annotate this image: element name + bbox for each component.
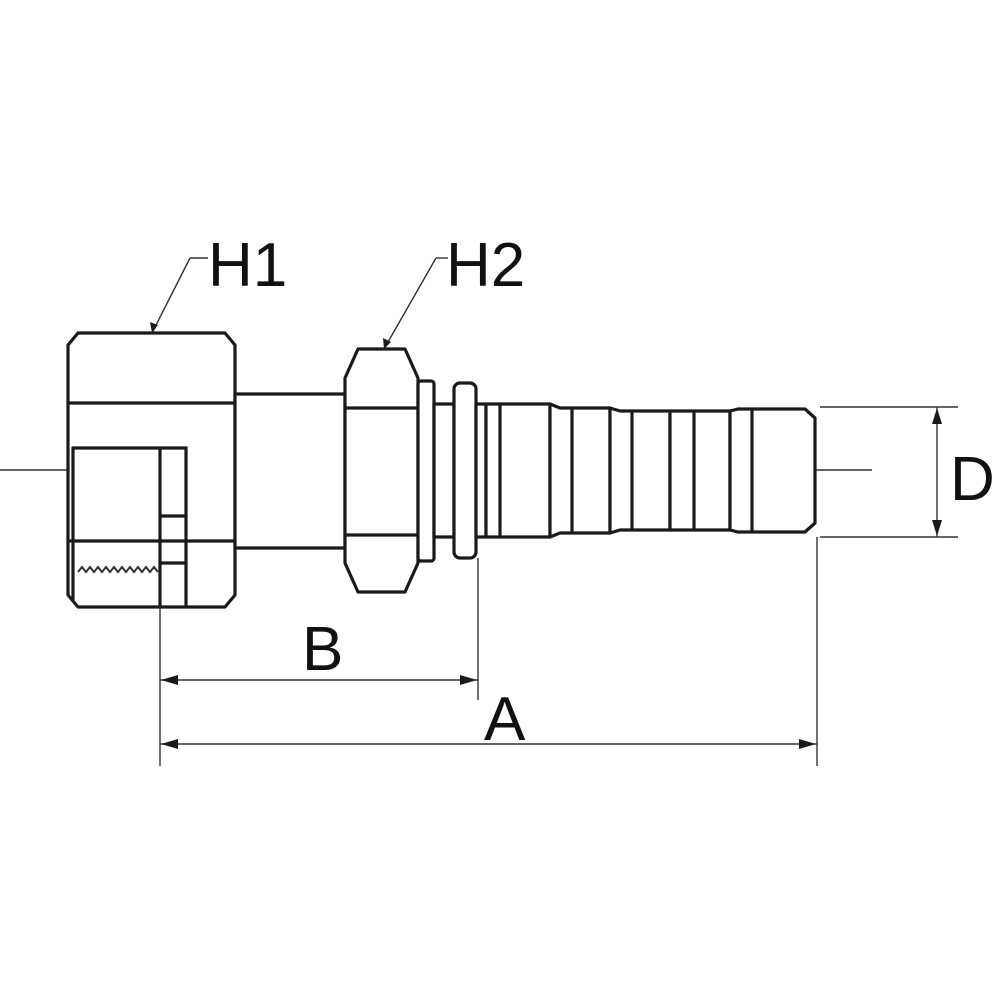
label-h1: H1 <box>208 231 287 300</box>
dimension-b <box>159 558 479 766</box>
collar-rings <box>416 379 488 563</box>
leader-h2 <box>383 257 448 350</box>
label-h2: H2 <box>446 231 525 300</box>
label-b: B <box>302 615 343 684</box>
barbed-hose-tail <box>484 402 817 539</box>
dimension-a <box>160 537 818 766</box>
dimension-d <box>820 406 958 538</box>
leader-h1 <box>150 257 208 334</box>
hex-collar-h2 <box>343 347 420 594</box>
label-a: A <box>484 685 526 754</box>
connector-neck <box>233 392 347 550</box>
swivel-nut-h1 <box>66 331 237 609</box>
label-d: D <box>950 445 995 514</box>
